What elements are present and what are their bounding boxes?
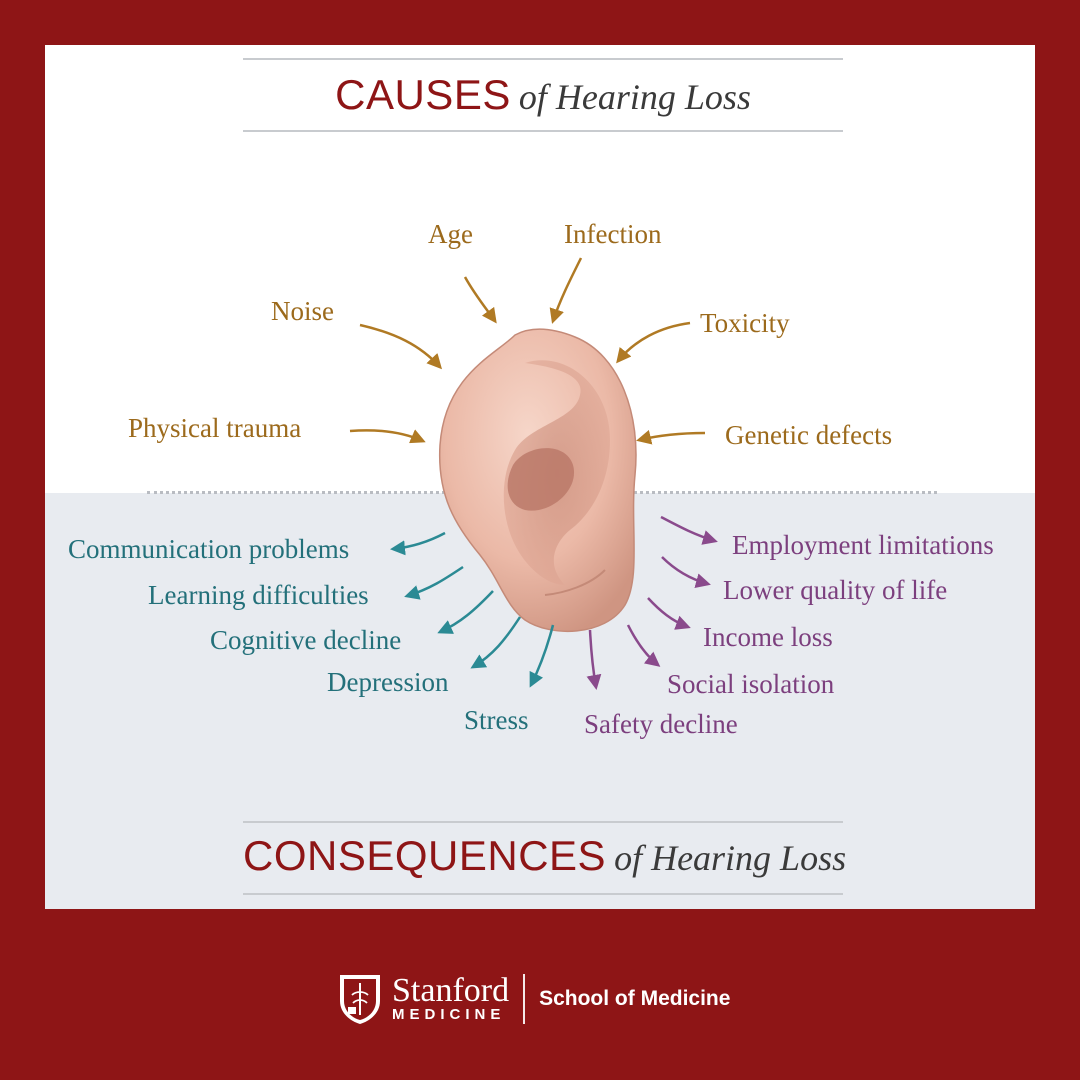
consequences-rule-top <box>243 821 843 823</box>
causes-title-word: CAUSES <box>335 71 511 118</box>
brand-text: Stanford MEDICINE <box>392 972 510 1023</box>
consequence-lower-quality-of-life: Lower quality of life <box>723 575 948 605</box>
stanford-medicine-logo: Stanford MEDICINE School of Medicine <box>338 971 730 1027</box>
consequence-right-arrows <box>586 515 718 690</box>
cause-physical-trauma: Physical trauma <box>128 413 302 443</box>
school-name: School of Medicine <box>539 987 731 1010</box>
consequence-safety-decline: Safety decline <box>584 709 738 739</box>
consequence-learning-difficulties: Learning difficulties <box>148 580 369 610</box>
ear-icon <box>438 328 637 633</box>
cause-genetic-defects: Genetic defects <box>725 420 893 450</box>
cause-infection: Infection <box>564 219 662 249</box>
footer-branding: Stanford MEDICINE School of Medicine <box>0 965 1080 1035</box>
consequence-social-isolation: Social isolation <box>667 669 835 699</box>
consequences-rule-bottom <box>243 893 843 895</box>
consequence-stress: Stress <box>464 705 529 735</box>
brand-subtitle: MEDICINE <box>392 1006 506 1023</box>
brand-divider <box>523 974 526 1024</box>
title-rule-bottom <box>243 130 843 132</box>
consequence-cognitive-decline: Cognitive decline <box>210 625 402 655</box>
consequence-income-loss: Income loss <box>703 622 833 652</box>
causes-title-rest: of Hearing Loss <box>518 77 751 117</box>
consequences-title-word: CONSEQUENCES <box>243 832 607 879</box>
consequence-left-arrows <box>390 531 555 688</box>
title-rule-top <box>243 58 843 60</box>
consequence-depression: Depression <box>327 667 449 697</box>
cause-arrows <box>349 257 706 445</box>
consequences-title-rest: of Hearing Loss <box>614 838 847 878</box>
brand-name: Stanford <box>392 972 510 1009</box>
shield-icon <box>340 975 380 1024</box>
consequence-employment-limitations: Employment limitations <box>732 530 994 560</box>
consequence-communication-problems: Communication problems <box>68 534 350 564</box>
cause-age: Age <box>428 219 473 249</box>
cause-noise: Noise <box>271 296 334 326</box>
cause-toxicity: Toxicity <box>700 308 790 338</box>
ear-diagram <box>349 257 718 690</box>
